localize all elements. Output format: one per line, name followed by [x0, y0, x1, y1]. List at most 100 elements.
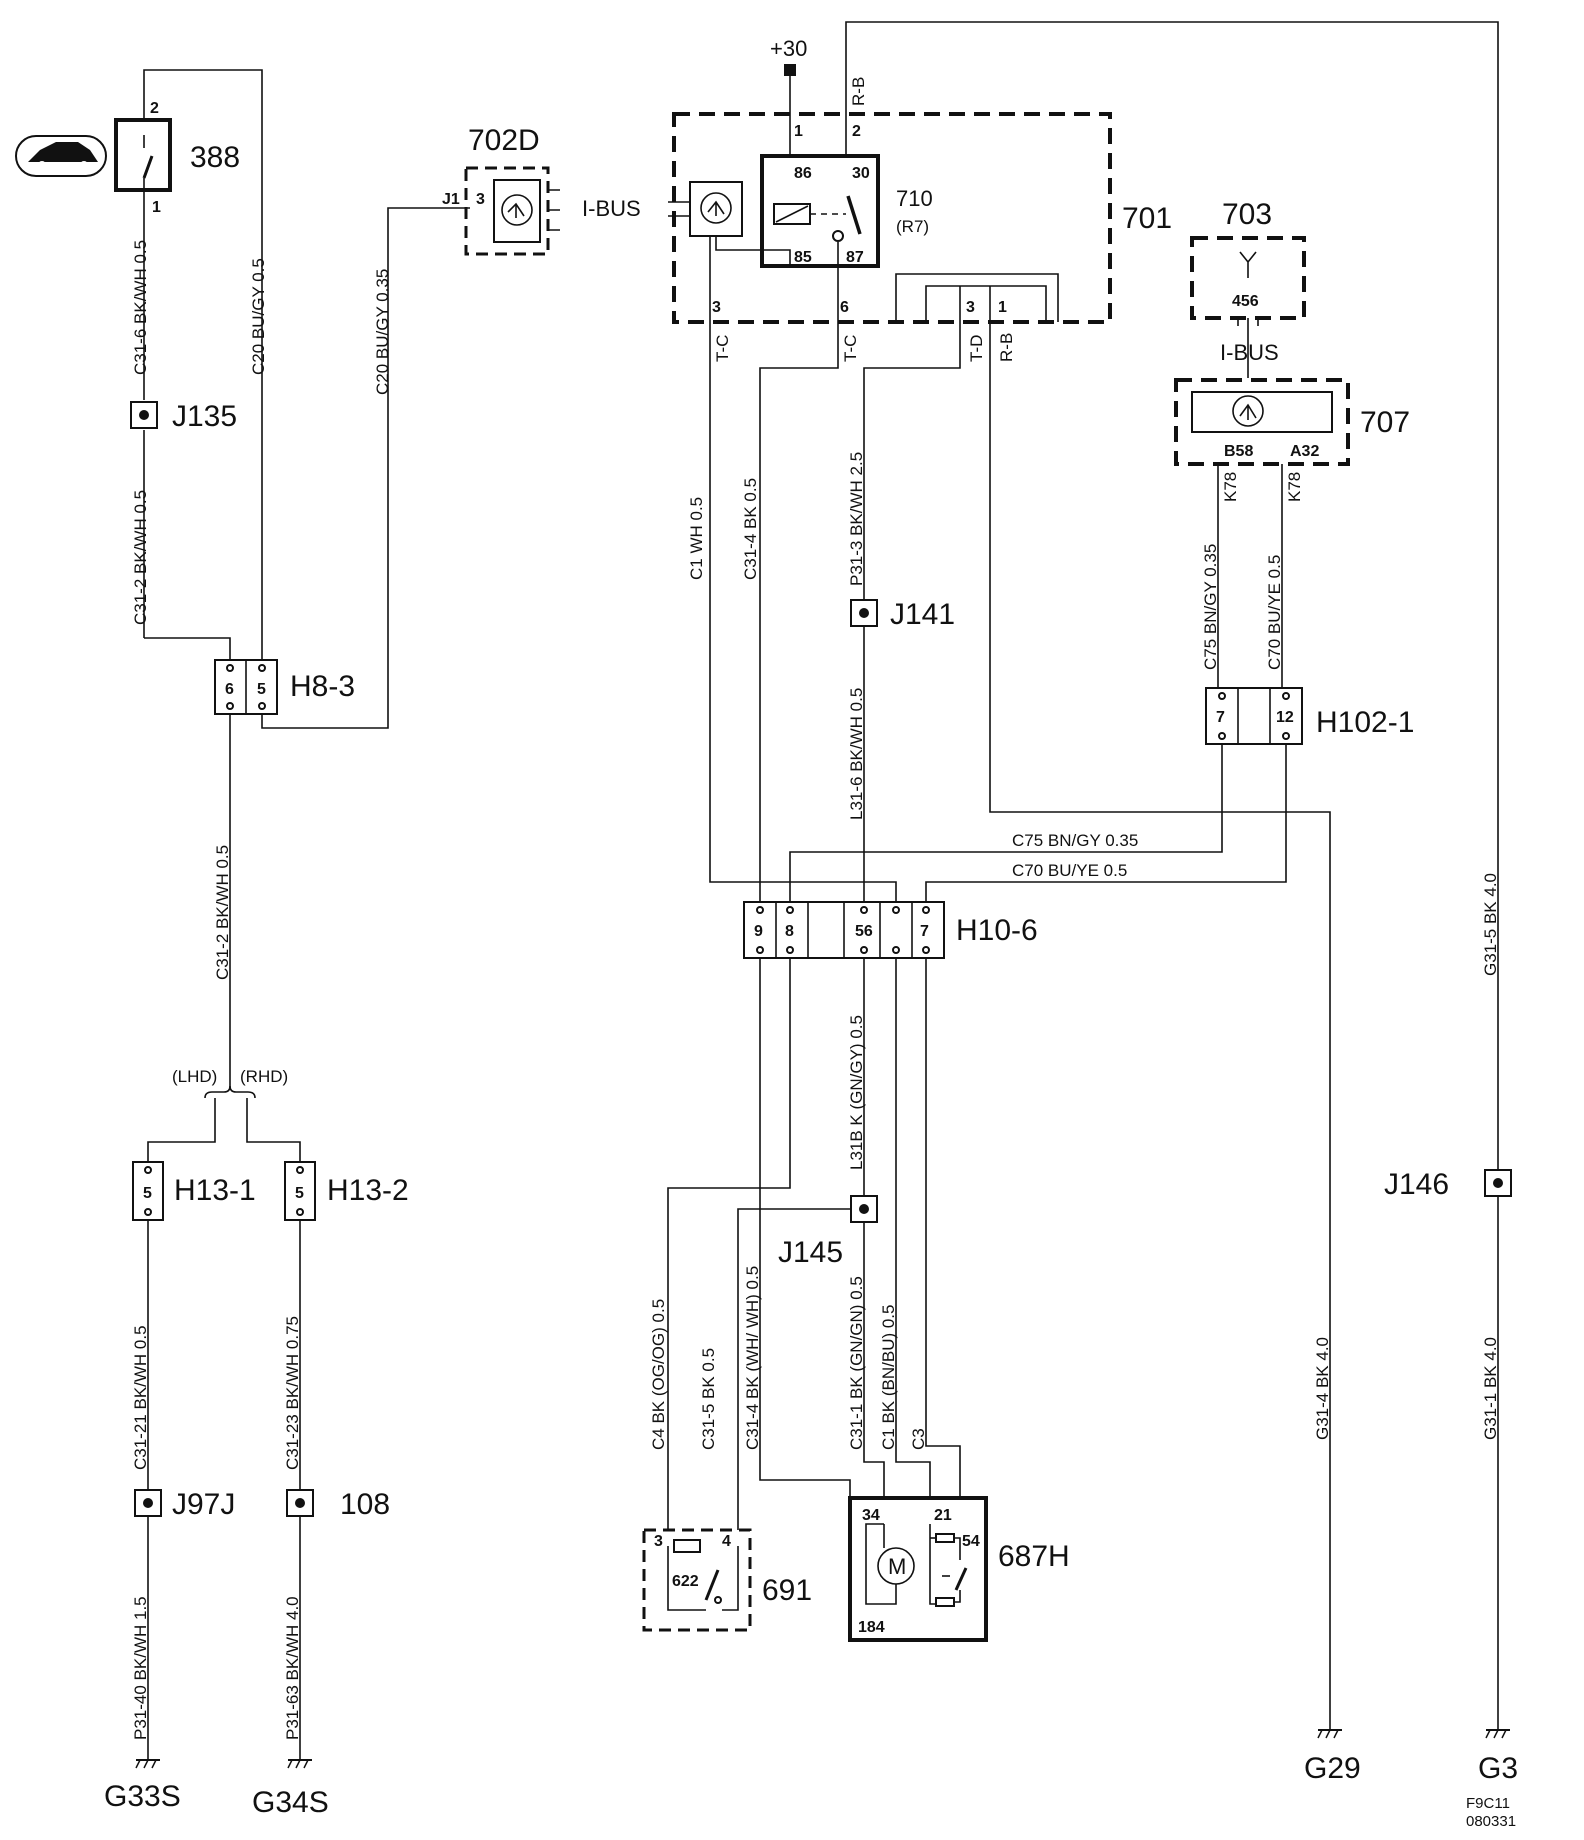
- ground-symbol-g34s: [287, 1759, 312, 1769]
- component-707: 707: [1360, 406, 1410, 439]
- junction-label: J135: [172, 400, 237, 433]
- pin-label: 1: [152, 199, 161, 216]
- switch-691-contact: [673, 1539, 701, 1553]
- ibus-label: I-BUS: [582, 196, 641, 221]
- pin-label: 3: [476, 191, 485, 208]
- pin-label: 9: [754, 923, 763, 940]
- wire-label: C3: [909, 1428, 928, 1450]
- antenna-icon: [1239, 251, 1257, 278]
- wire-label: G31-5 BK 4.0: [1481, 873, 1500, 976]
- pin-label: 5: [257, 681, 266, 698]
- connector-label: H13-1: [174, 1174, 256, 1207]
- wire-label: R-B: [997, 333, 1016, 362]
- junction-label: J145: [778, 1236, 843, 1269]
- wire-label: C31-21 BK/WH 0.5: [131, 1325, 150, 1470]
- wire-label: T-C: [713, 335, 732, 362]
- connector-label: H10-6: [956, 914, 1038, 947]
- wire-label: P31-3 BK/WH 2.5: [847, 452, 866, 586]
- ground-symbol-g29: [1317, 1729, 1342, 1739]
- car-icon: [15, 135, 107, 177]
- wire-label: C31-4 BK 0.5: [741, 478, 760, 580]
- component-703: 703: [1222, 198, 1272, 231]
- pin-label: 622: [672, 1573, 699, 1590]
- switch-388: [114, 118, 172, 192]
- pin-label: 5: [295, 1185, 304, 1202]
- ground-label: G34S: [252, 1786, 329, 1819]
- pin-label: 86: [794, 165, 812, 182]
- wire-label: T-C: [841, 335, 860, 362]
- pin-label: 56: [855, 923, 873, 940]
- variant-lhd: (LHD): [172, 1067, 217, 1086]
- battery-label: +30: [770, 36, 807, 61]
- junction-label: J146: [1384, 1168, 1449, 1201]
- module-691: [642, 1528, 752, 1632]
- ground-symbol-g33s: [135, 1759, 160, 1769]
- pin-label: 2: [150, 100, 159, 117]
- pin-label: 6: [225, 681, 234, 698]
- pin-label: 3: [966, 299, 975, 316]
- wire-label: C1 BK (BN/BU) 0.5: [879, 1305, 898, 1451]
- pin-label: 85: [794, 249, 812, 266]
- pin-label: 12: [1276, 709, 1294, 726]
- pin-label: 7: [1216, 709, 1225, 726]
- pin-label: 1: [998, 299, 1007, 316]
- wire-label: K78: [1285, 472, 1304, 502]
- connector-label: H13-2: [327, 1174, 409, 1207]
- pin-label: 87: [846, 249, 864, 266]
- module-707: [1174, 378, 1350, 466]
- junction-label: J141: [890, 598, 955, 631]
- wire-label: C20 BU/GY 0.5: [249, 258, 268, 375]
- pin-label: 456: [1232, 293, 1259, 310]
- wire-label: K78: [1221, 472, 1240, 502]
- wire-label: P31-63 BK/WH 4.0: [283, 1596, 302, 1740]
- wire-label: C75 BN/GY 0.35: [1012, 831, 1138, 850]
- pin-label: 21: [934, 1507, 952, 1524]
- component-687h: 687H: [998, 1540, 1070, 1573]
- component-710-ref: (R7): [896, 217, 929, 236]
- wire-label: G31-4 BK 4.0: [1313, 1337, 1332, 1440]
- pin-label: J1: [442, 191, 460, 208]
- module-707-inner: [1191, 391, 1333, 433]
- component-691: 691: [762, 1574, 812, 1607]
- wire-label: C31-6 BK/WH 0.5: [131, 240, 150, 375]
- wire-label: G31-1 BK 4.0: [1481, 1337, 1500, 1440]
- connector-label: H8-3: [290, 670, 355, 703]
- ground-label: G3: [1478, 1752, 1518, 1785]
- wire-label: C70 BU/YE 0.5: [1012, 861, 1127, 880]
- wire-label: R-B: [849, 77, 868, 106]
- pin-label: 5: [143, 1185, 152, 1202]
- module-701: [672, 112, 1112, 324]
- wire-label: C70 BU/YE 0.5: [1265, 555, 1284, 670]
- motor-symbol: M: [888, 1554, 906, 1579]
- pin-label: 7: [920, 923, 929, 940]
- pin-label: 3: [654, 1533, 663, 1550]
- junction-label: 108: [340, 1488, 390, 1521]
- wire-label: C4 BK (OG/OG) 0.5: [649, 1299, 668, 1450]
- wire-label: L31-6 BK/WH 0.5: [847, 688, 866, 820]
- pin-label: 6: [840, 299, 849, 316]
- pin-label: 4: [722, 1533, 731, 1550]
- pin-label: 2: [852, 123, 861, 140]
- module-702d-inner: [493, 179, 541, 243]
- variant-rhd: (RHD): [240, 1067, 288, 1086]
- component-701: 701: [1122, 202, 1172, 235]
- module-703: [1190, 236, 1306, 320]
- wire-label: T-D: [967, 335, 986, 362]
- wire-label: C31-23 BK/WH 0.75: [283, 1316, 302, 1470]
- diagram-date: 080331: [1466, 1813, 1516, 1830]
- pin-label: 54: [962, 1533, 980, 1550]
- wire-label: C31-4 BK (WH/ WH) 0.5: [743, 1266, 762, 1450]
- pin-label: 30: [852, 165, 870, 182]
- battery-terminal: [784, 64, 796, 76]
- wire-label: C20 BU/GY 0.35: [373, 269, 392, 395]
- ibus-label-2: I-BUS: [1220, 340, 1279, 365]
- junction-label: J97J: [172, 1488, 235, 1521]
- component-710: 710: [896, 186, 933, 211]
- wire-label: P31-40 BK/WH 1.5: [131, 1596, 150, 1740]
- wire-label: C75 BN/GY 0.35: [1201, 544, 1220, 670]
- ground-label: G33S: [104, 1780, 181, 1813]
- pin-label: 1: [794, 123, 803, 140]
- motor-687h: [848, 1496, 988, 1642]
- component-388: 388: [190, 141, 240, 174]
